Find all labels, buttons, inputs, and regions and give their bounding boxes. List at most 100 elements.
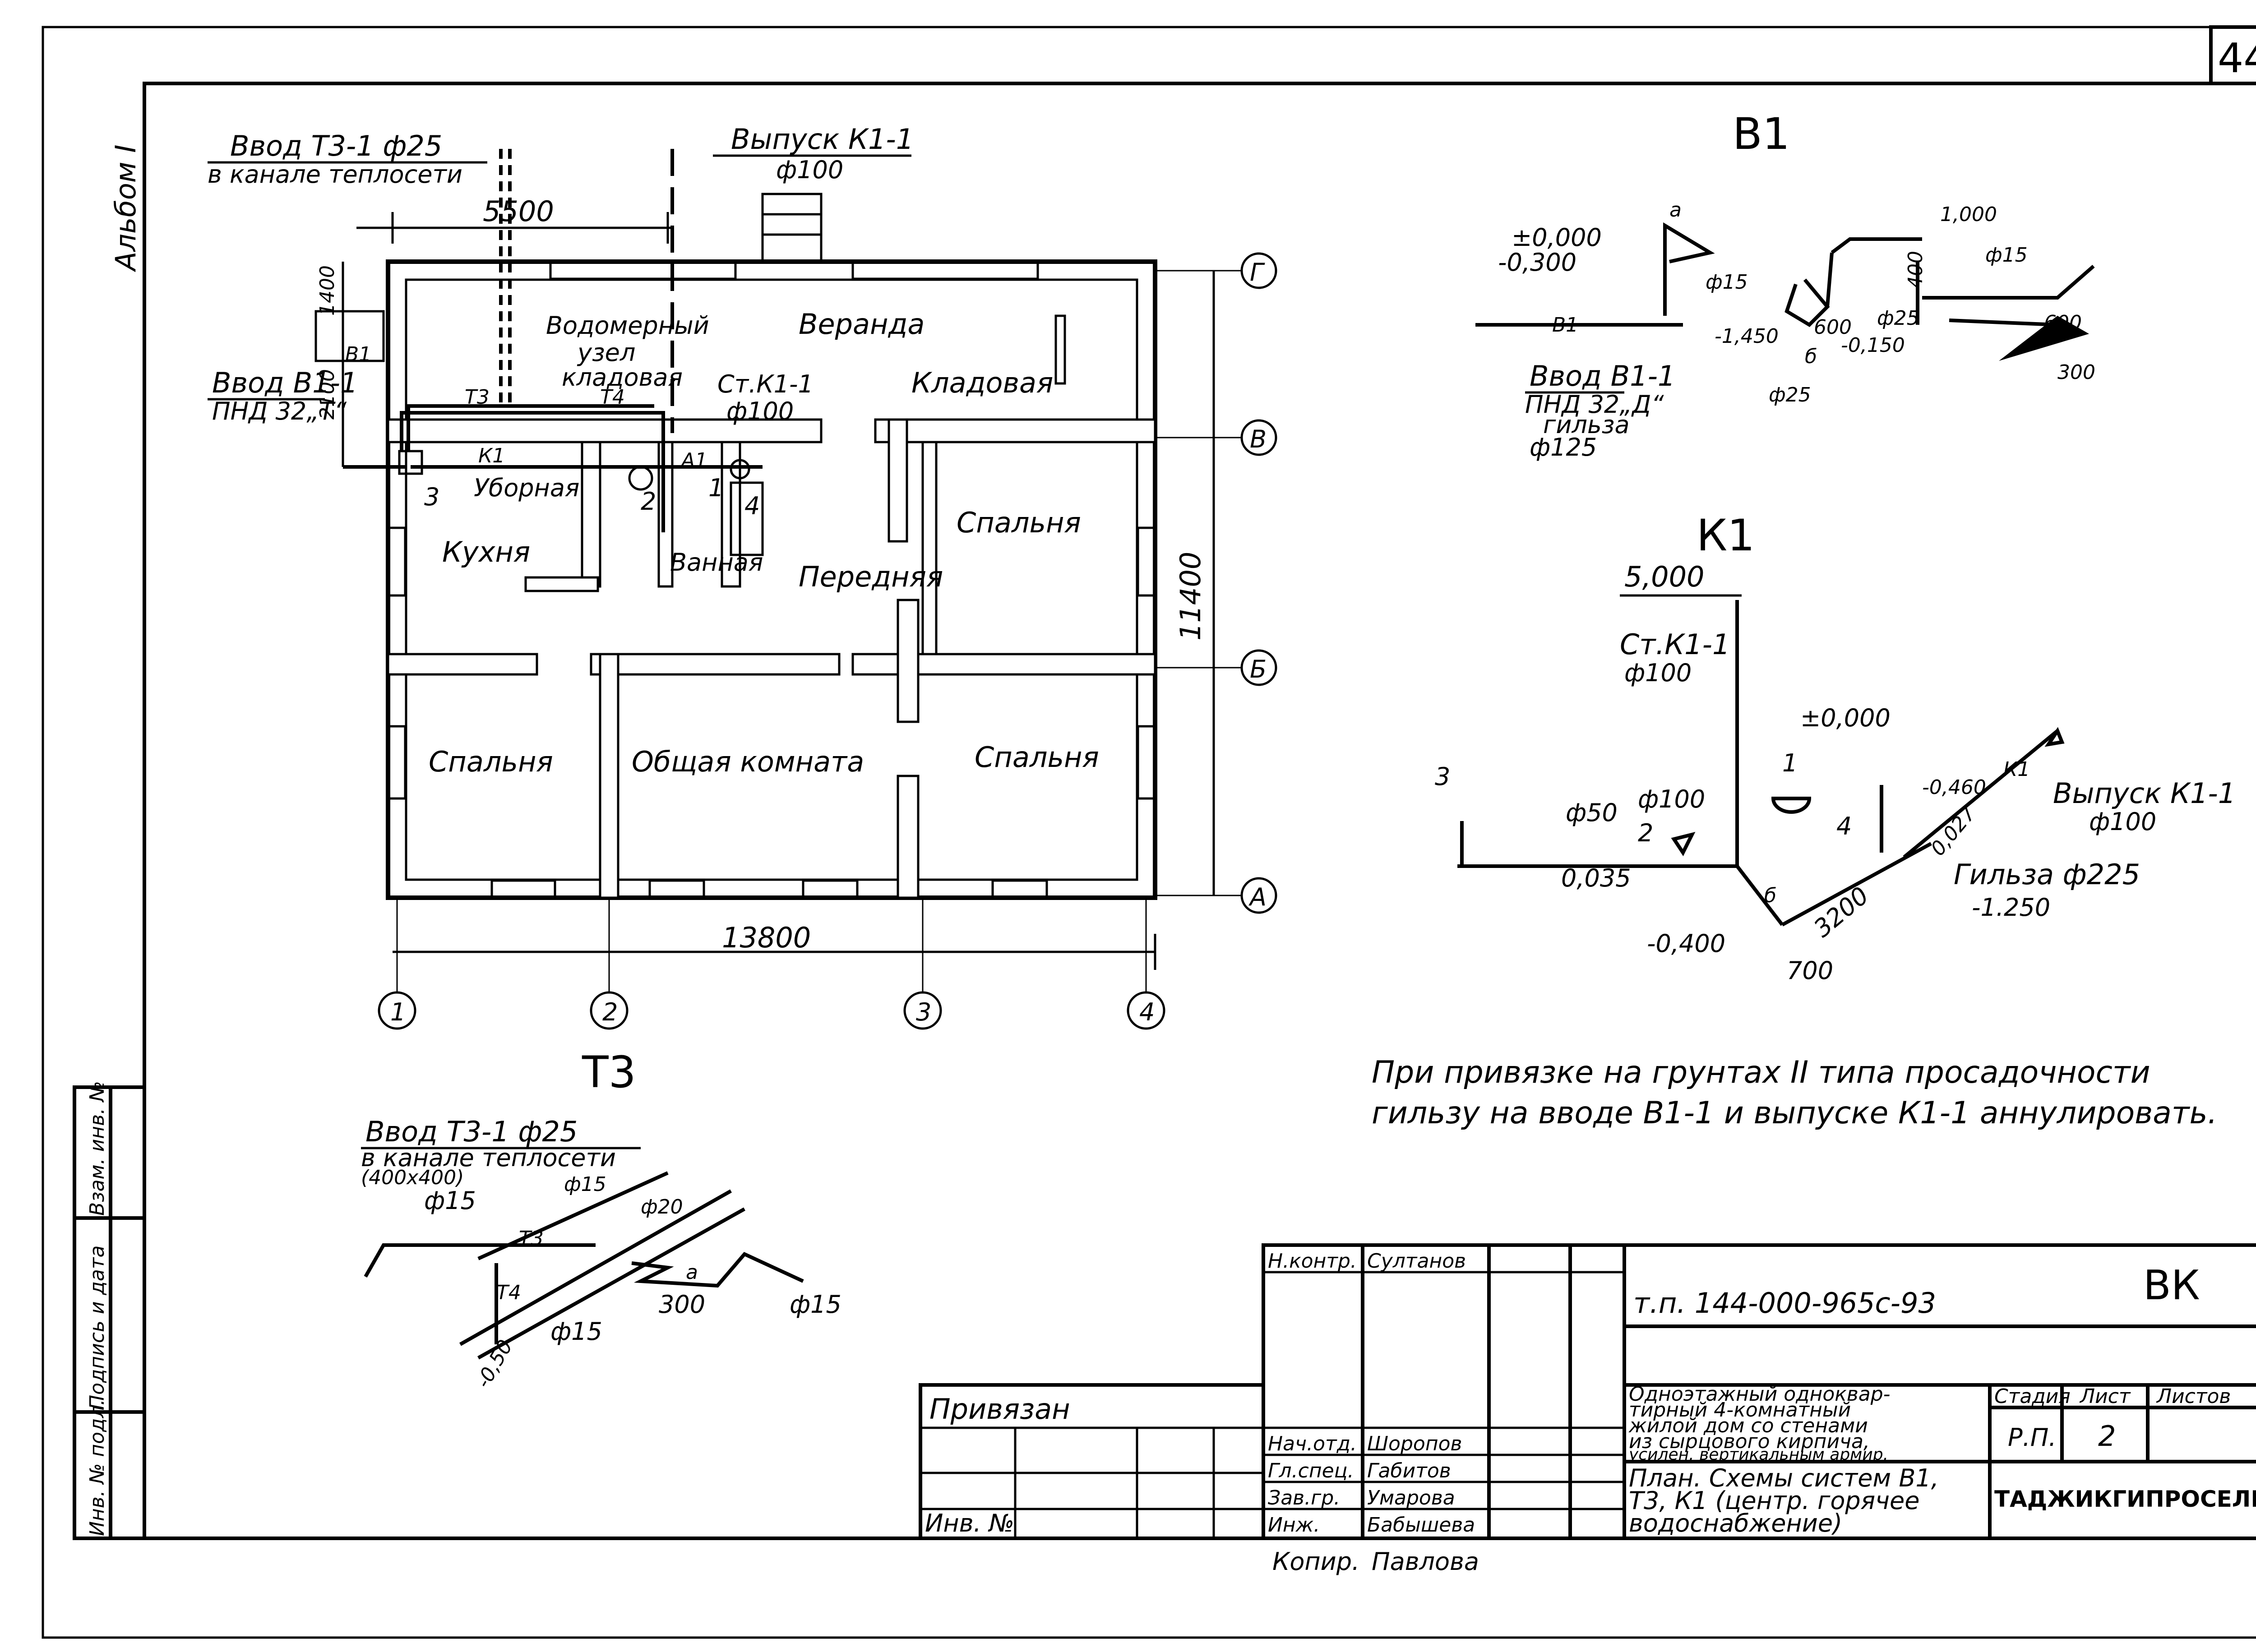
- tb-role-1: Нач.отд.: [1268, 1432, 1357, 1455]
- fixture-1: 1: [708, 474, 724, 502]
- k1-n2: 2: [1638, 819, 1653, 847]
- riser-label-1: Ст.К1-1: [717, 370, 814, 398]
- dim-5500: 5500: [483, 195, 554, 228]
- meter-label-3: кладовая: [562, 363, 683, 392]
- axis-4: 4: [1139, 998, 1155, 1026]
- tb-role-0: Н.контр.: [1268, 1250, 1357, 1273]
- tb-inv: Инв. №: [925, 1509, 1014, 1537]
- dim-2100: 2100: [316, 369, 339, 420]
- k1-outlet-1: Выпуск К1-1: [2053, 777, 2236, 810]
- scheme-k1: К1 5,000 Ст.К1-1 ф100 ±0,000 ф50 ф100 0,…: [1435, 510, 2236, 985]
- b1-input-3: гильза: [1543, 411, 1630, 439]
- tb-code: т.п. 144-000-965с-93: [1633, 1287, 1936, 1320]
- k1-n4: 4: [1836, 812, 1852, 840]
- b1-h400: 400: [1904, 251, 1927, 289]
- pipe-tag-k1: К1: [478, 444, 505, 467]
- side-stamps: Взам. инв. № Подпись и дата Инв. № подл.: [73, 1081, 146, 1540]
- album-label: Альбом I: [109, 144, 142, 272]
- tb-name-0: Султанов: [1367, 1250, 1466, 1273]
- tb-role-3: Зав.гр.: [1268, 1486, 1340, 1509]
- k1-lvl0: ±0,000: [1800, 704, 1891, 732]
- meter-label-1: Водомерный: [546, 311, 709, 340]
- b1-input-4: ф125: [1530, 433, 1597, 461]
- tb-stage: Р.П.: [2008, 1423, 2057, 1452]
- k1-d50: ф50: [1566, 798, 1618, 827]
- k1-sleeve: Гильза ф225: [1954, 858, 2140, 891]
- tb-copy-role: Копир.: [1272, 1547, 1359, 1576]
- t3-p-t4: Т4: [496, 1281, 521, 1304]
- tb-org: ТАДЖИКГИПРОСЕЛЬСТРОЙ: [1994, 1486, 2256, 1512]
- pipe-tag-b1: В1: [345, 343, 371, 366]
- fixture-4: 4: [744, 492, 760, 520]
- room-bedroom-se: Спальня: [975, 741, 1099, 774]
- tb-col-sheet: Лист: [2079, 1385, 2131, 1408]
- k1-lvl5: 5,000: [1624, 560, 1705, 593]
- k1-e400: -0,400: [1647, 929, 1725, 958]
- k1-e035: 0,035: [1561, 864, 1631, 892]
- b1-e150: -0,150: [1841, 334, 1905, 357]
- b1-input-2: ПНД 32„Д“: [1525, 390, 1664, 419]
- axis-2: 2: [602, 998, 618, 1026]
- fixture-2: 2: [641, 487, 656, 516]
- b1-title: В1: [1733, 109, 1790, 159]
- t3-d15d: ф15: [790, 1290, 841, 1319]
- tb-col-sheets: Листов: [2156, 1385, 2231, 1408]
- b1-h600b: 600: [2044, 311, 2082, 334]
- k1-n1: 1: [1782, 749, 1798, 777]
- side-stamp-sign: Подпись и дата: [86, 1246, 109, 1410]
- t3-d15a: ф15: [424, 1186, 476, 1215]
- tb-title-1: Т3, К1 (центр. горячее: [1629, 1486, 1919, 1515]
- room-hall: Передняя: [799, 560, 943, 593]
- meter-label-2: узел: [577, 338, 635, 367]
- side-stamp-inv: Инв. № подл.: [86, 1399, 109, 1536]
- b1-a: а: [1669, 198, 1682, 221]
- tb-desc-1: тирный 4-комнатный: [1629, 1398, 1851, 1421]
- k1-d100: ф100: [1638, 785, 1705, 813]
- b1-w300: 300: [2057, 361, 2095, 384]
- b1-pipe: В1: [1552, 314, 1578, 337]
- pipe-tag-t4: Т4: [600, 386, 625, 409]
- tb-title-2: водоснабжение): [1629, 1509, 1842, 1537]
- k1-e460: -0,460: [1922, 776, 1986, 799]
- room-storage: Кладовая: [911, 366, 1053, 399]
- t3-d15c: ф15: [550, 1317, 602, 1346]
- tb-name-1: Шоропов: [1367, 1432, 1462, 1455]
- title-block: Привязан Инв. № Н.контр. Султанов Нач.от…: [919, 1243, 2256, 1576]
- tb-name-3: Умарова: [1367, 1486, 1455, 1509]
- b1-d25b: ф25: [1769, 383, 1811, 406]
- b1-e1000: 1,000: [1940, 203, 1997, 226]
- b1-e1450: -1,450: [1715, 325, 1779, 348]
- note-line2: гильзу на вводе В1-1 и выпуске К1-1 анну…: [1372, 1095, 2217, 1131]
- fixture-3: 3: [424, 483, 439, 511]
- k1-riser-1: Ст.К1-1: [1620, 628, 1730, 661]
- axis-G: Г: [1250, 258, 1265, 286]
- t3-input-line1: Ввод Т3-1 ф25: [230, 129, 442, 162]
- k1-pk: К1: [2003, 758, 2030, 781]
- room-bedroom-ne: Спальня: [957, 506, 1081, 539]
- axis-3: 3: [916, 998, 931, 1026]
- tb-copy-name: Павлова: [1372, 1547, 1479, 1576]
- b1-h600a: 600: [1814, 316, 1852, 339]
- tb-desc-4: усилен. вертикальным армир.: [1628, 1445, 1888, 1464]
- dim-1400: 1400: [316, 265, 339, 316]
- t3-e050: -0,50: [472, 1336, 517, 1392]
- t3-d20: ф20: [641, 1195, 683, 1218]
- scheme-b1: В1 ±0,000 -0,300 В1 Ввод В1-1 ПНД 32„Д“ …: [1475, 109, 2095, 461]
- room-bathroom: Ванная: [670, 548, 763, 577]
- room-bedroom-sw: Спальня: [429, 745, 553, 778]
- dim-13800: 13800: [722, 921, 811, 954]
- t3-input-line2: в канале теплосети: [208, 160, 462, 189]
- k1-outlet-2: ф100: [2089, 808, 2156, 836]
- b1-lvl0: ±0,000: [1512, 223, 1602, 252]
- k1-n3: 3: [1435, 762, 1450, 791]
- pipe-tag-t3: Т3: [465, 386, 490, 409]
- axis-B: Б: [1250, 655, 1267, 683]
- b1-b: б: [1805, 345, 1817, 368]
- k1-l3200: 3200: [1808, 881, 1874, 943]
- tb-name-4: Бабышева: [1367, 1514, 1475, 1537]
- tb-sheet-no: 2: [2098, 1420, 2116, 1453]
- b1-d25a: ф25: [1877, 307, 1919, 330]
- floor-plan: 5500 13800 11400 1400 2100: [208, 123, 1277, 1030]
- tb-col-stage: Стадия: [1994, 1385, 2071, 1408]
- outlet-label-2: ф100: [776, 156, 843, 184]
